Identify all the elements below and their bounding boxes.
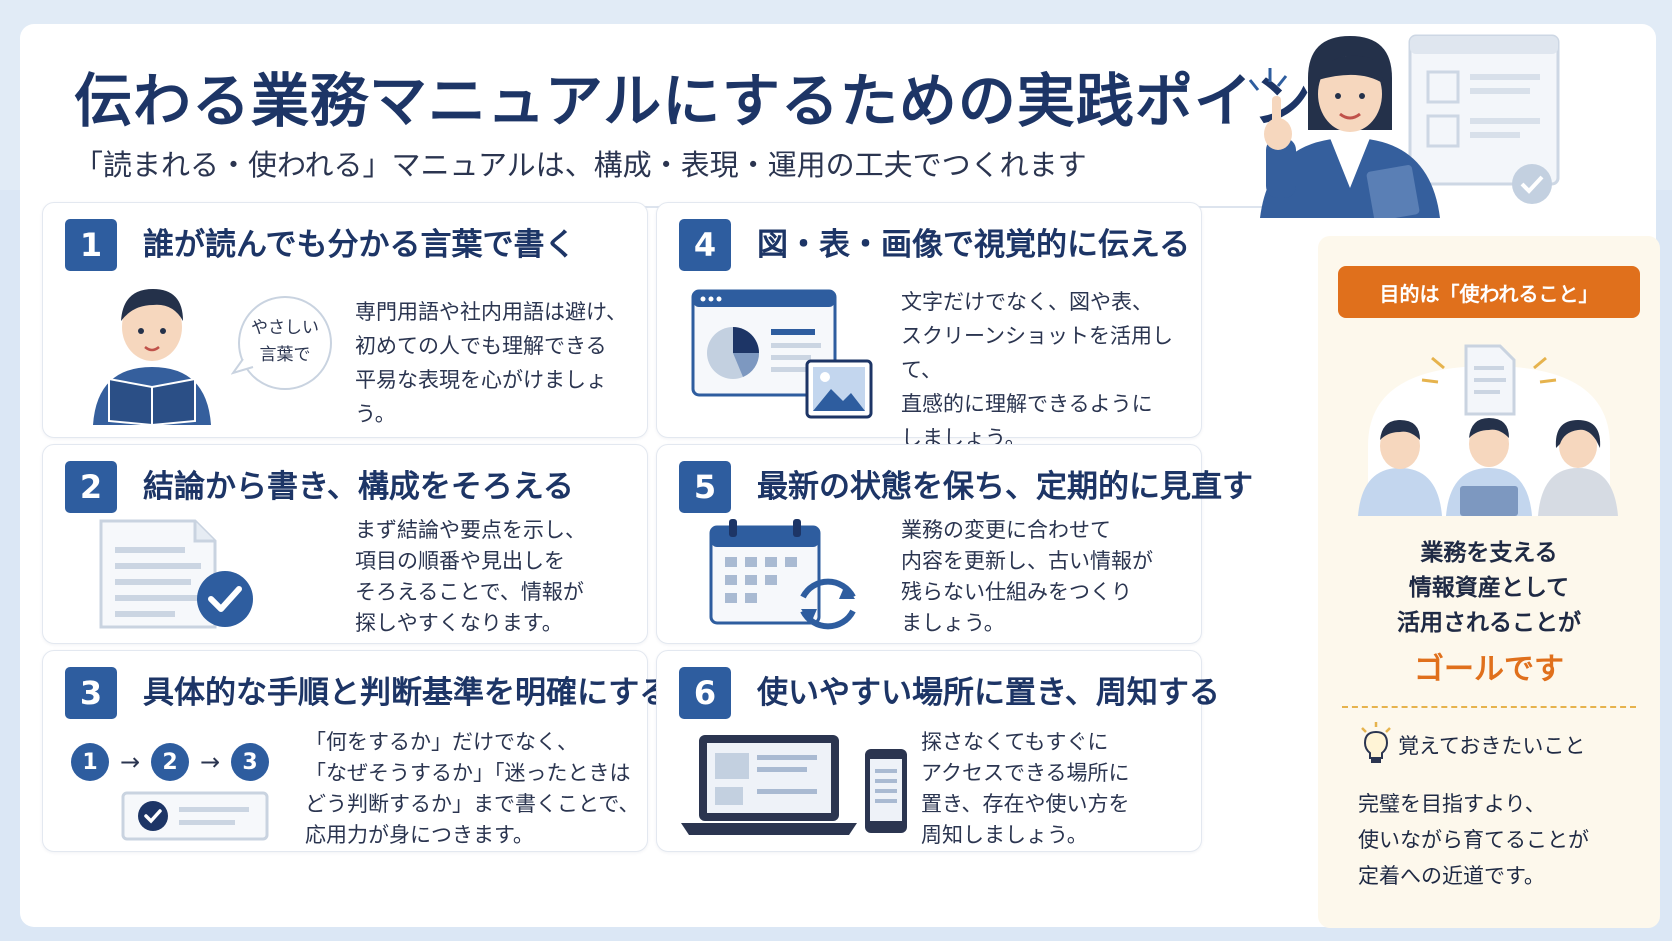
point-body: まず結論や要点を示し、 項目の順番や見出しを そろえることで、情報が 探しやすく… — [355, 518, 586, 635]
chart-window-icon — [691, 289, 873, 419]
point-card-3: 3 具体的な手順と判断基準を明確にする 1 → 2 → 3 「何をするか」だけで… — [42, 650, 670, 852]
arrow-right-icon: → — [119, 748, 141, 776]
step-badge: 1 — [71, 743, 109, 781]
calendar-refresh-icon — [709, 519, 856, 630]
point-title: 誰が読んでも分かる言葉で書く — [143, 227, 576, 263]
step-badge: 2 — [151, 743, 189, 781]
page-subtitle: 「読まれる・使われる」マニュアルは、構成・表現・運用の工夫でつくれます — [74, 148, 1087, 182]
lightbulb-icon — [1361, 722, 1391, 763]
point-title: 具体的な手順と判断基準を明確にする — [143, 675, 671, 711]
page-title: 伝わる業務マニュアルにするための実践ポイント — [74, 67, 1371, 135]
step-badge: 3 — [231, 743, 269, 781]
point-number: 1 — [65, 219, 117, 271]
point-number: 5 — [679, 461, 731, 513]
goal-tag: 目的は「使われること」 — [1338, 266, 1640, 318]
point-number: 6 — [679, 667, 731, 719]
image-icon — [805, 359, 873, 419]
point-card-4: 4 図・表・画像で視覚的に伝える 文字だけでなく、図や表、 スクリーンショットを… — [656, 202, 1202, 450]
speech-bubble-text: やさしい 言葉で — [251, 318, 319, 365]
speech-bubble-icon — [231, 296, 332, 390]
team-icon — [1358, 344, 1618, 516]
point-title: 最新の状態を保ち、定期的に見直す — [757, 469, 1253, 505]
checklist-icon — [121, 791, 269, 841]
point-number: 4 — [679, 219, 731, 271]
point-card-5: 5 最新の状態を保ち、定期的に見直す 業務の変更に合わせて 内容を更新し、古い情… — [656, 444, 1253, 644]
point-body: 「何をするか」だけでなく、 「なぜそうするか」「迷ったときは どう判断するか」ま… — [305, 730, 640, 847]
point-title: 結論から書き、構成をそろえる — [143, 469, 574, 505]
woman-pointing-icon — [1248, 34, 1560, 218]
document-check-icon — [99, 519, 253, 629]
point-title: 図・表・画像で視覚的に伝える — [757, 227, 1191, 263]
point-card-2: 2 結論から書き、構成をそろえる まず結論や要点を示し、 項目の順番や見出しを … — [42, 444, 648, 644]
goal-text: 業務を支える 情報資産として 活用されることが — [1397, 540, 1581, 636]
point-title: 使いやすい場所に置き、周知する — [757, 675, 1220, 711]
point-card-1: 1 誰が読んでも分かる言葉で書く やさしい 言葉で 専門用語や社内用語は避け、 … — [42, 202, 648, 438]
goal-panel: 目的は「使われること」 業務を支える 情報資産として 活用されることが ゴールで… — [1318, 236, 1660, 928]
point-body: 専門用語や社内用語は避け、 初めての人でも理解できる 平易な表現を心がけましょう… — [355, 300, 627, 426]
memo-label: 覚えておきたいこと — [1398, 734, 1586, 758]
page: 伝わる業務マニュアルにするための実践ポイント 「読まれる・使われる」マニュアルは… — [20, 24, 1660, 928]
laptop-phone-icon — [681, 735, 907, 835]
point-body: 探さなくてもすぐに アクセスできる場所に 置き、存在や使い方を 周知しましょう。 — [921, 730, 1130, 847]
point-body: 文字だけでなく、図や表、 スクリーンショットを活用して、 直感的に理解できるよう… — [901, 290, 1173, 450]
person-reading-icon — [93, 289, 211, 425]
memo-note: 完璧を目指すより、 使いながら育てることが 定着への近道です。 — [1358, 792, 1589, 888]
arrow-right-icon: → — [199, 748, 221, 776]
goal-highlight: ゴールです — [1414, 652, 1564, 687]
step-flow-icon: 1 → 2 → 3 — [71, 741, 271, 783]
divider — [1342, 706, 1636, 708]
point-number: 3 — [65, 667, 117, 719]
point-number: 2 — [65, 461, 117, 513]
point-body: 業務の変更に合わせて 内容を更新し、古い情報が 残らない仕組みをつくり ましょう… — [901, 518, 1153, 635]
point-card-6: 6 使いやすい場所に置き、周知する 探さなくてもすぐに アクセスできる場所に 置… — [656, 650, 1220, 852]
